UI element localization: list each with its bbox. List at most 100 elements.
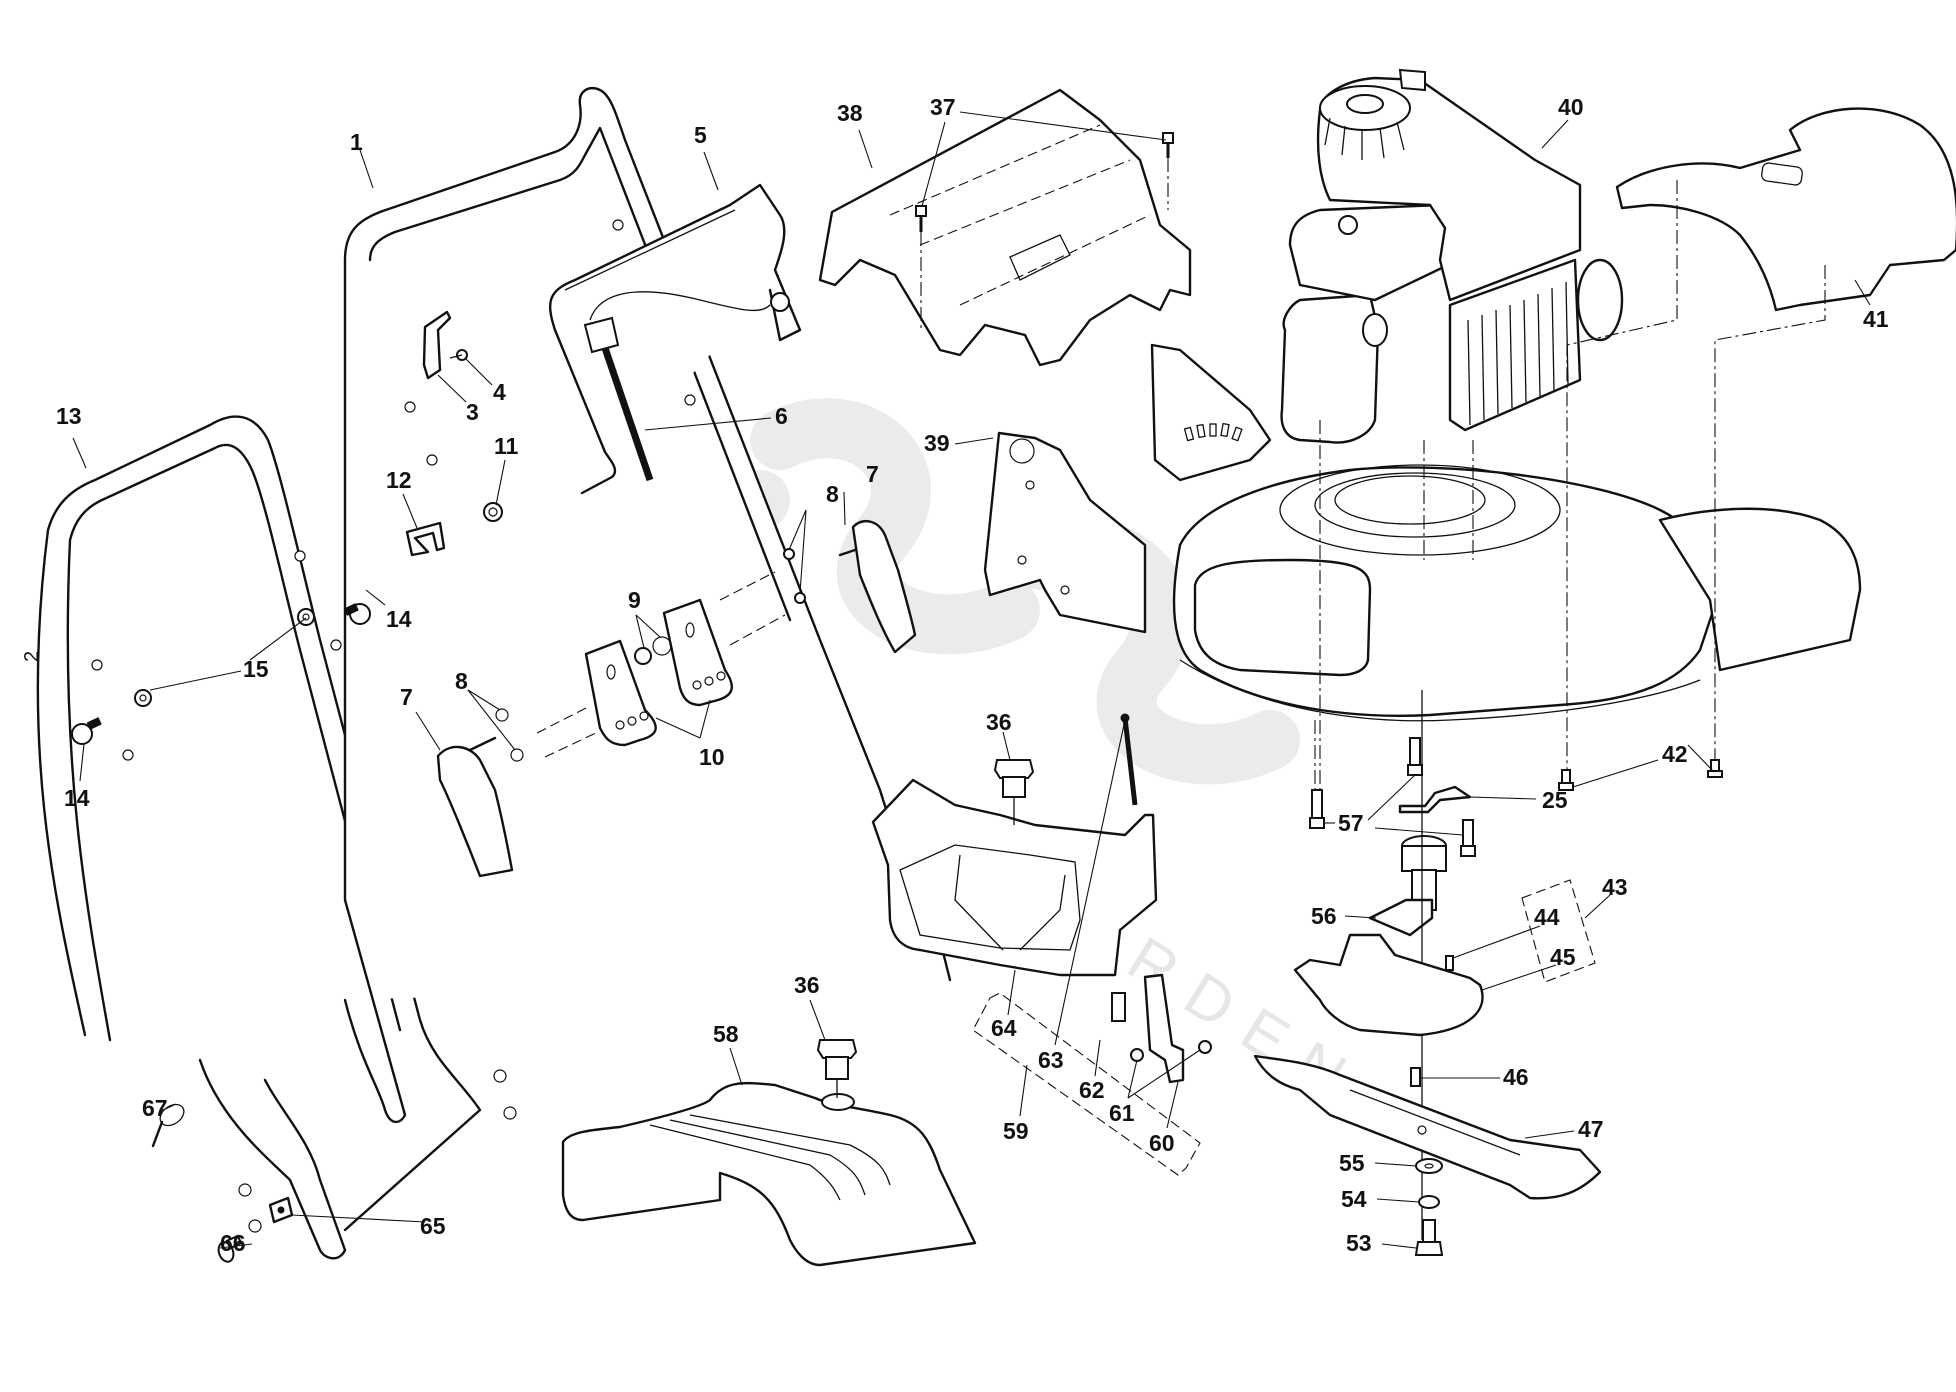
- leader-4: [464, 357, 493, 386]
- slot: [1196, 423, 1206, 439]
- callout-10: 10: [699, 744, 725, 770]
- blade-47: [1253, 1054, 1602, 1200]
- flap-nut-61a: [1130, 1048, 1144, 1062]
- leader-lines: [72, 111, 1871, 1249]
- handle-hole: [684, 394, 696, 406]
- clip-nut-65: [268, 1196, 294, 1224]
- bracket-slot: [685, 622, 695, 638]
- callout-8a: 8: [826, 481, 839, 507]
- bolt-head: [1407, 764, 1423, 776]
- callout-5: 5: [694, 122, 707, 148]
- fin: [1495, 309, 1499, 415]
- callout-66: 66: [220, 1230, 246, 1256]
- leader-66: [219, 1243, 253, 1249]
- callout-6: 6: [775, 403, 788, 429]
- hub-pulley-body: [1401, 845, 1447, 872]
- assembly-line: [729, 614, 786, 646]
- rib: [689, 1114, 891, 1186]
- assembly-lines-engine: [1319, 180, 1826, 790]
- cover-screws-42: [1558, 759, 1723, 791]
- leader-57c: [1374, 827, 1464, 836]
- nut-inner: [139, 694, 147, 702]
- slot: [1231, 426, 1243, 442]
- engine-oil-cap: [1338, 215, 1358, 235]
- callout-3: 3: [466, 399, 479, 425]
- cover-dash: [919, 159, 1131, 246]
- leader-61a: [1127, 1059, 1138, 1099]
- leader-63: [1054, 719, 1126, 1046]
- leader-7b: [415, 711, 441, 751]
- assembly-line: [1714, 265, 1826, 775]
- knob-body: [851, 519, 917, 654]
- engine-muffler: [1576, 258, 1624, 342]
- assembly-lines-10: [536, 571, 786, 758]
- leader-59: [1019, 1064, 1028, 1117]
- leader-25: [1469, 796, 1537, 800]
- cable-clip: [405, 521, 446, 557]
- knob-7-left: [436, 736, 514, 878]
- leader-55: [1374, 1162, 1417, 1167]
- fin: [1565, 281, 1569, 385]
- callout-15: 15: [243, 656, 269, 682]
- handle-hole: [238, 1183, 252, 1197]
- side-plate: [1150, 343, 1272, 482]
- engine-starter-ribs: [1324, 117, 1405, 160]
- callout-55: 55: [1339, 1150, 1365, 1176]
- rib: [1324, 117, 1331, 146]
- nut-9: [634, 647, 652, 665]
- leader-14b: [79, 743, 85, 782]
- leader-6: [644, 417, 772, 431]
- deck-discharge-opening: [1193, 558, 1372, 677]
- page-marker: 2: [21, 651, 43, 662]
- knob-top: [816, 1039, 858, 1059]
- slot: [1220, 422, 1230, 438]
- leader-12: [402, 493, 418, 529]
- bracket-hole: [704, 676, 714, 686]
- flap-kit-box: [972, 992, 1201, 1176]
- leader-1: [359, 149, 374, 189]
- bail-pivot: [770, 292, 790, 312]
- callout-45: 45: [1550, 944, 1576, 970]
- engine-primer: [1362, 313, 1388, 347]
- rib: [1341, 125, 1346, 156]
- bolt-thread: [343, 603, 359, 616]
- bracket-plate: [584, 639, 657, 747]
- leader-62: [1094, 1039, 1101, 1077]
- blade-bolt-53-thread: [1422, 1219, 1436, 1243]
- chute-knob-seat: [821, 1093, 855, 1111]
- bolt-thread: [86, 717, 102, 730]
- bracket-hub: [1009, 438, 1035, 464]
- callout-44: 44: [1534, 904, 1560, 930]
- handle-hole: [330, 639, 342, 651]
- bracket-10-right: [662, 598, 733, 707]
- leader-60: [1166, 1081, 1179, 1129]
- nut-8d: [510, 748, 524, 762]
- leader-8b2: [467, 689, 516, 751]
- bracket-hole: [627, 716, 637, 726]
- leader-45: [1481, 964, 1557, 991]
- deck-engine-ring-inner: [1314, 472, 1516, 538]
- leader-56: [1344, 915, 1377, 919]
- blade-edge: [1349, 1089, 1521, 1156]
- callout-11: 11: [494, 433, 519, 459]
- bracket-hole: [716, 671, 726, 681]
- leader-57b: [1367, 774, 1416, 821]
- callout-57: 57: [1338, 810, 1364, 836]
- callout-9: 9: [628, 587, 641, 613]
- fin: [1523, 299, 1527, 403]
- lower-handle-13: [36, 415, 482, 1260]
- leader-3: [437, 374, 467, 403]
- bracket-10-left: [584, 639, 657, 747]
- deck-engine-ring-outer: [1279, 464, 1561, 556]
- callout-62: 62: [1079, 1077, 1105, 1103]
- leader-58: [729, 1047, 743, 1086]
- locknut-15b: [134, 689, 152, 707]
- nut-8c: [495, 708, 509, 722]
- leader-15b: [149, 670, 242, 691]
- callout-38: 38: [837, 100, 863, 126]
- handle-hole: [426, 454, 438, 466]
- callout-4: 4: [493, 379, 506, 405]
- leader-43: [1584, 894, 1611, 919]
- flap-bracket-60: [1143, 973, 1185, 1084]
